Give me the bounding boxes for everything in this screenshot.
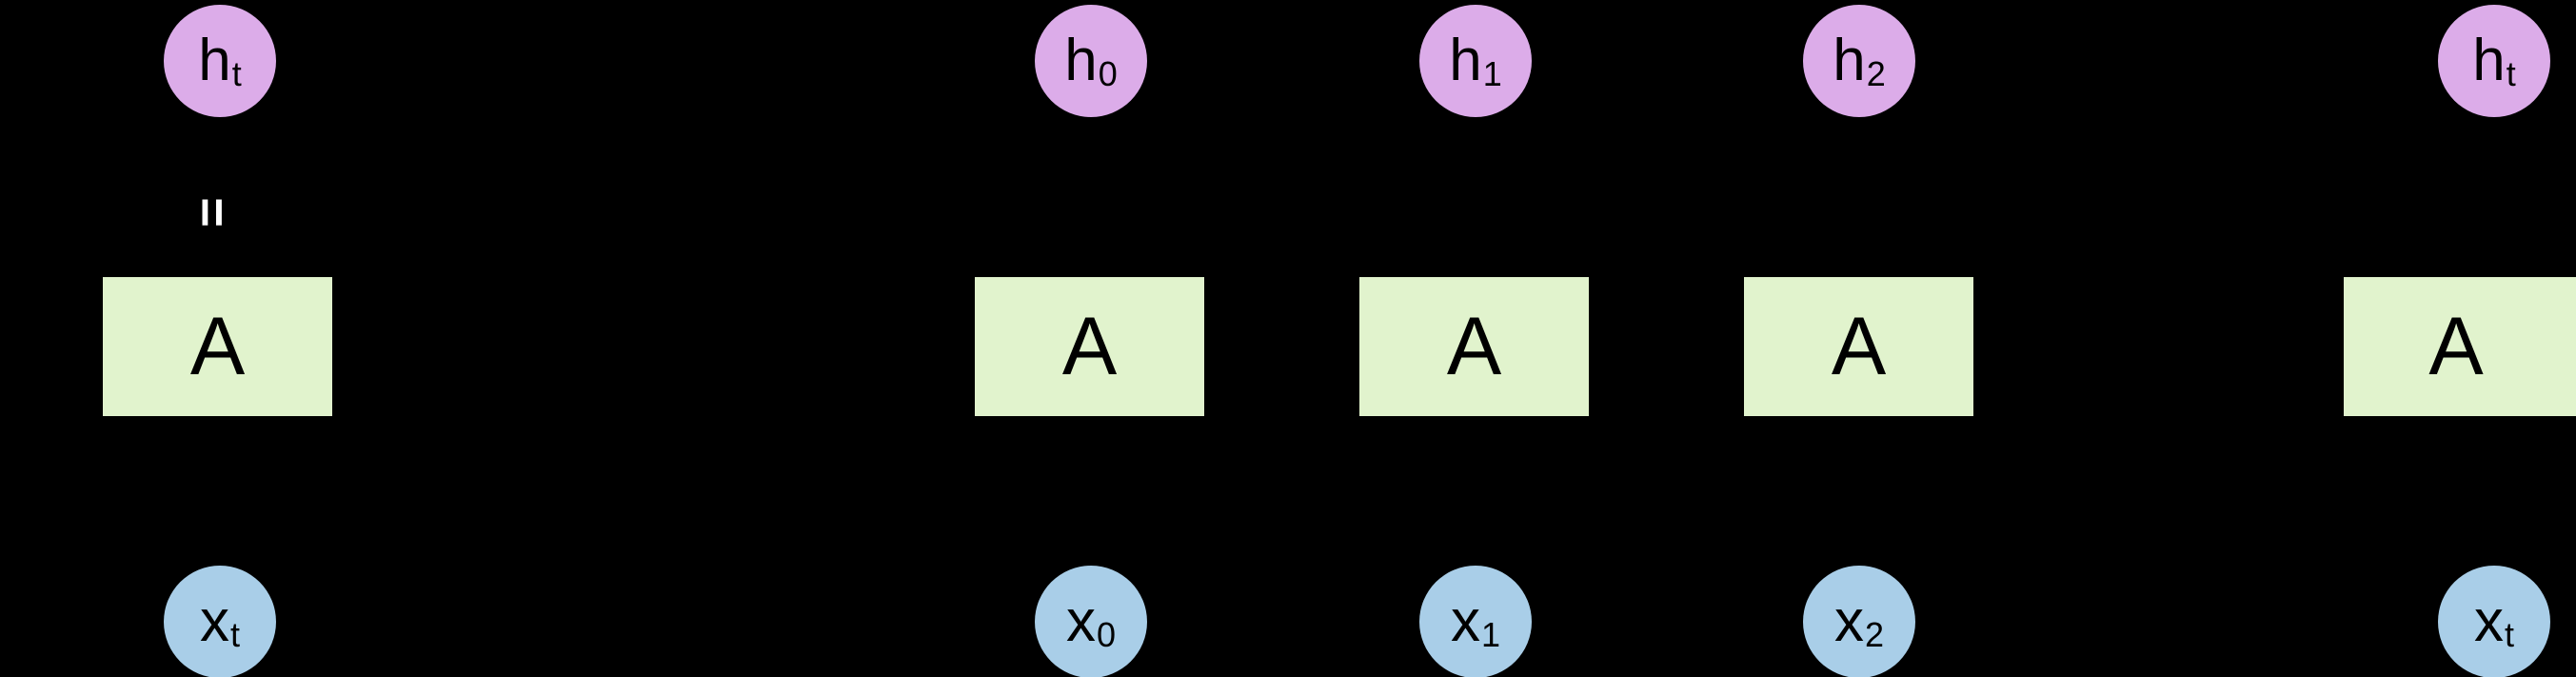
hidden-state-symbol: h xyxy=(1833,28,1866,93)
rnn-cell-label: A xyxy=(189,301,246,392)
input-subscript: 1 xyxy=(1480,615,1501,654)
input-subscript: t xyxy=(229,615,240,654)
rnn-cell-label: A xyxy=(1831,301,1887,392)
equals-sign: = xyxy=(183,197,241,231)
hidden-state-subscript: t xyxy=(231,54,242,93)
hidden-state-symbol: h xyxy=(198,28,231,93)
rnn-cell-box-stepT[interactable]: A xyxy=(2344,277,2576,416)
rnn-cell-box-rolled[interactable]: A xyxy=(103,277,332,416)
rnn-cell-box-step2[interactable]: A xyxy=(1744,277,1973,416)
input-symbol: x xyxy=(2473,588,2504,654)
rnn-cell-box-step0[interactable]: A xyxy=(975,277,1204,416)
hidden-state-subscript: 2 xyxy=(1866,54,1886,93)
hidden-state-symbol: h xyxy=(1449,28,1482,93)
input-symbol: x xyxy=(199,588,229,654)
rnn-cell-label: A xyxy=(2428,301,2484,392)
hidden-state-symbol: h xyxy=(2472,28,2506,93)
rnn-cell-label: A xyxy=(1446,301,1502,392)
input-subscript: t xyxy=(2504,615,2514,654)
hidden-state-subscript: t xyxy=(2506,54,2516,93)
input-symbol: x xyxy=(1450,588,1480,654)
hidden-state-subscript: 0 xyxy=(1098,54,1118,93)
input-subscript: 2 xyxy=(1864,615,1885,654)
input-symbol: x xyxy=(1065,588,1096,654)
rnn-cell-box-step1[interactable]: A xyxy=(1359,277,1589,416)
input-subscript: 0 xyxy=(1096,615,1117,654)
rnn-cell-label: A xyxy=(1061,301,1118,392)
hidden-state-symbol: h xyxy=(1064,28,1098,93)
hidden-state-subscript: 1 xyxy=(1482,54,1502,93)
input-symbol: x xyxy=(1833,588,1864,654)
